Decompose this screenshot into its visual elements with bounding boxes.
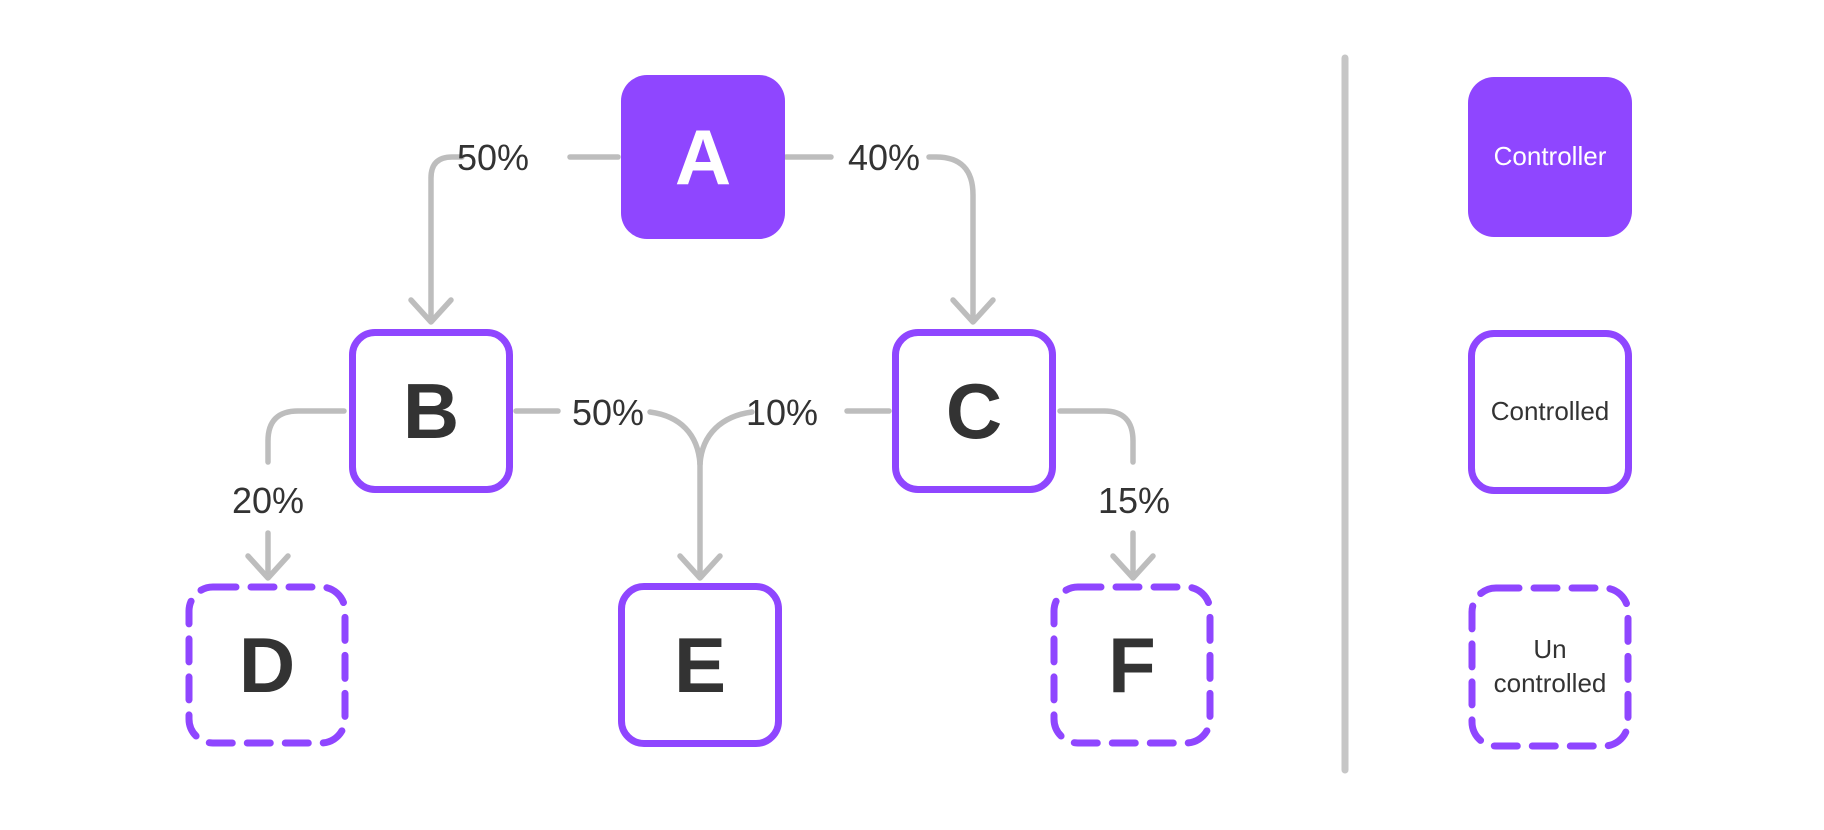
edge-a-b-arrowhead-icon [408,297,454,325]
legend-uncontrolled-line1: Un [1533,634,1567,665]
edge-c-f [1057,408,1156,581]
dashed-border-icon [1468,584,1632,750]
node-e: E [618,583,782,747]
edge-c-e-percent: 10% [745,392,819,433]
node-e-label: E [673,621,727,709]
edge-b-e-percent: 50% [571,392,645,433]
node-b: B [349,329,513,493]
legend-uncontrolled-label: Un controlled [1494,633,1607,701]
node-d-label: D [238,621,296,709]
node-f: F [1050,583,1214,747]
edge-a-b [408,154,621,325]
legend-controlled-label: Controlled [1490,396,1610,427]
dashed-border-icon [1050,583,1214,747]
edge-merge-to-e-arrowhead-icon [677,553,723,581]
legend-controller-label: Controller [1493,141,1607,172]
edge-a-b-line [428,154,465,323]
node-a-label: A [674,113,732,201]
edge-b-d-percent: 20% [231,480,305,521]
node-d: D [185,583,349,747]
edge-a-c-line [926,154,976,323]
node-f-label: F [1108,621,1156,709]
edge-b-e-arm [647,409,703,467]
edge-merge-to-e [677,457,723,581]
edge-c-f-percent: 15% [1097,480,1171,521]
node-c-label: C [945,367,1003,455]
edge-c-f-arrowhead-icon [1110,553,1156,581]
legend-uncontrolled-line2: controlled [1493,668,1607,698]
legend-item-controller: Controller [1468,77,1632,237]
legend-item-controlled: Controlled [1468,330,1632,494]
node-a: A [621,75,785,239]
edge-c-e [697,408,892,467]
edge-a-c-percent: 40% [847,137,921,178]
node-b-label: B [402,367,460,455]
edge-c-e-arm [697,409,755,467]
edge-b-d [245,408,347,581]
legend-item-uncontrolled: Un controlled [1468,584,1632,750]
edge-a-c-arrowhead-icon [950,297,996,325]
edge-a-c [783,154,996,325]
dashed-border-icon [185,583,349,747]
node-c: C [892,329,1056,493]
edge-b-d-arrowhead-icon [245,553,291,581]
edge-b-d-exit [265,408,347,465]
edge-c-f-exit [1057,408,1136,465]
edge-a-b-percent: 50% [456,137,530,178]
